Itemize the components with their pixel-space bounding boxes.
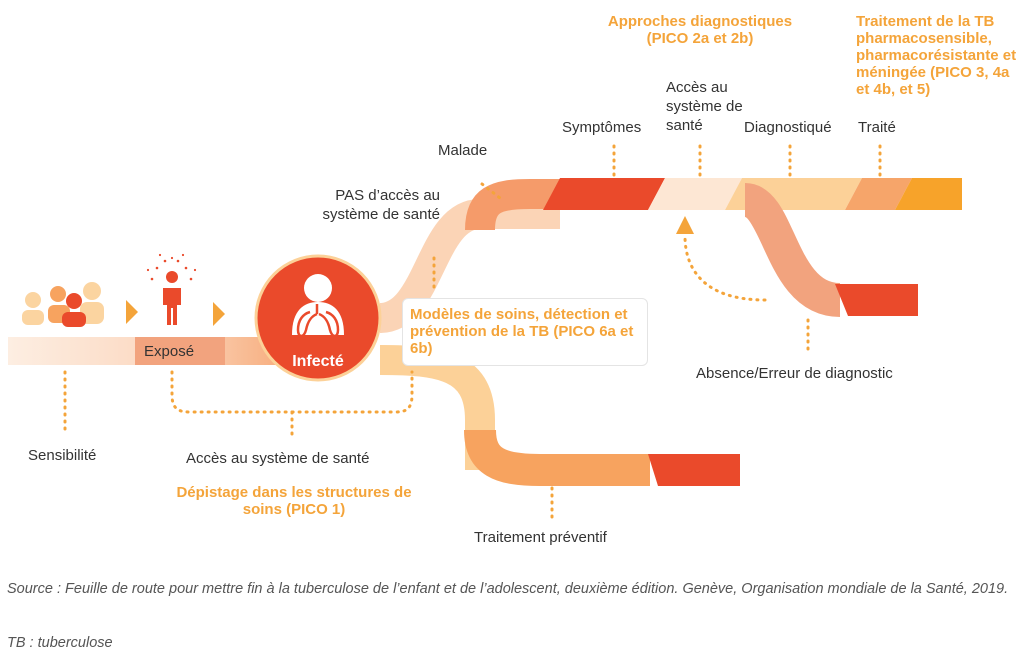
branch-preventive (464, 429, 650, 486)
malade-label: Malade (438, 142, 488, 159)
branch-preventive-end (648, 454, 740, 486)
people-group-icon (22, 282, 104, 327)
expose-label: Exposé (144, 343, 195, 360)
abbreviation-note: TB : tuberculose (7, 635, 113, 651)
pas-acces-label: PAS d’accès au système de santé (322, 187, 440, 223)
branch-missed-end (835, 284, 918, 316)
models-of-care-box (402, 298, 648, 366)
expose-segment (135, 337, 225, 365)
acces-sante-bas-label: Accès au système de santé (186, 450, 370, 467)
absence-erreur-label: Absence/Erreur de diagnostic (696, 365, 893, 382)
tb-pathway-diagram (8, 144, 962, 520)
infected-person-icon (146, 253, 197, 325)
traitement-tb-highlight: Traitement de la TB pharmacosensible, ph… (856, 13, 1017, 98)
sensibilite-label: Sensibilité (28, 447, 97, 464)
traitement-preventif-label: Traitement préventif (474, 529, 607, 546)
lungs-icon (292, 274, 344, 338)
segment-traite-1 (845, 178, 912, 210)
branch-missed-diagnosis (741, 183, 842, 317)
infecte-label: Infecté (292, 353, 344, 370)
segment-traite-2 (895, 178, 962, 210)
segment-symptomes (543, 178, 665, 210)
segment-acces (648, 178, 742, 210)
dotted-connectors (63, 144, 882, 520)
traite-label: Traité (858, 119, 896, 136)
diagnostique-label: Diagnostiqué (744, 119, 832, 136)
depistage-highlight: Dépistage dans les structures de soins (… (176, 484, 412, 518)
arrow-right-icon (126, 300, 138, 324)
source-note: Source : Feuille de route pour mettre fi… (7, 581, 1009, 597)
arrow-right-icon (213, 302, 225, 326)
symptomes-label: Symptômes (562, 119, 642, 136)
branch-malade (465, 179, 565, 231)
acces-systeme-haut-label: Accès au système de santé (666, 79, 743, 134)
approches-highlight: Approches diagnostiques (PICO 2a et 2b) (607, 13, 793, 47)
modeles-highlight: Modèles de soins, détection et préventio… (410, 306, 634, 357)
dotted-arrow-head (676, 216, 694, 234)
branch-preventive-trunk (379, 345, 495, 470)
